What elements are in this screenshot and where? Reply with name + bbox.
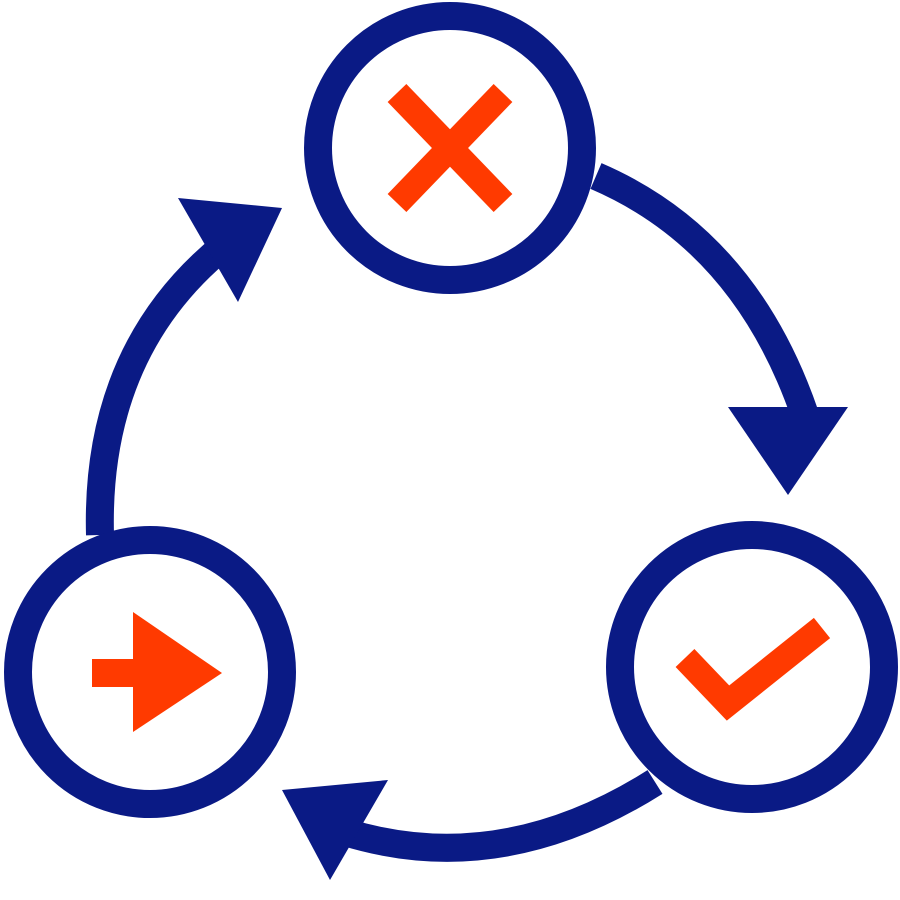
arrowhead-up-right-icon (178, 198, 282, 302)
cycle-node-bottom-left (4, 526, 296, 818)
check-mark-icon (675, 617, 831, 721)
arrow-right-icon (92, 612, 222, 732)
cycle-arrow-bottom-left-to-top (85, 198, 282, 536)
x-mark-icon (387, 83, 513, 213)
cycle-arrow-top-to-bottom-right (590, 163, 848, 495)
arrowhead-left-icon (282, 780, 388, 880)
cycle-node-bottom-right (606, 521, 898, 813)
cycle-arrow-bottom-right-to-bottom-left (282, 770, 663, 880)
cycle-node-top (304, 2, 596, 294)
arrowhead-down-icon (728, 407, 848, 495)
node-circle (606, 521, 898, 813)
